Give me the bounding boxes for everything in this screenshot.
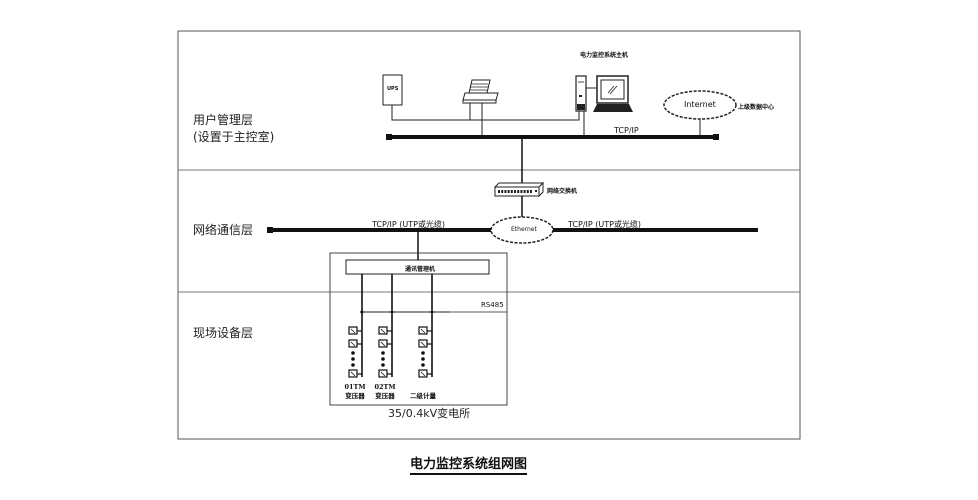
layer-name: 用户管理层 bbox=[193, 113, 254, 127]
group-01tm-label: 01TM 变压器 bbox=[343, 383, 367, 401]
user-bus-label: TCP/IP bbox=[614, 126, 639, 135]
layer-field-device: 现场设备层 bbox=[193, 326, 254, 340]
group-type: 变压器 bbox=[345, 392, 365, 400]
diagram-caption: 电力监控系统组网图 bbox=[410, 453, 528, 475]
ellipsis-dot bbox=[351, 357, 355, 361]
group-id: 02TM bbox=[374, 383, 396, 391]
ellipsis-dot bbox=[351, 363, 355, 367]
printer-icon bbox=[462, 79, 499, 104]
network-switch-icon bbox=[493, 181, 545, 198]
substation-label: 35/0.4kV变电所 bbox=[388, 407, 471, 420]
ellipsis-dot bbox=[421, 357, 425, 361]
upper-data-center-label: 上级数据中心 bbox=[738, 104, 775, 111]
ethernet-label: Ethernet bbox=[511, 226, 537, 233]
group-type: 二级计量 bbox=[410, 392, 436, 400]
layer-subtitle: (设置于主控室) bbox=[193, 130, 275, 144]
ellipsis-dot bbox=[421, 363, 425, 367]
switch-label: 网络交换机 bbox=[547, 188, 578, 195]
host-label: 电力监控系统主机 bbox=[580, 52, 629, 59]
ellipsis-dot bbox=[381, 363, 385, 367]
group-type: 变压器 bbox=[375, 392, 395, 400]
group-02tm-label: 02TM 变压器 bbox=[373, 383, 397, 401]
left-bus-label: TCP/IP (UTP或光缆) bbox=[372, 220, 446, 229]
ellipsis-dot bbox=[381, 351, 385, 355]
rs485-junction bbox=[360, 310, 364, 314]
host-computer-icon bbox=[575, 75, 633, 112]
internet-label: Internet bbox=[684, 100, 716, 109]
device-link-line bbox=[391, 105, 580, 121]
rs485-junction bbox=[390, 310, 394, 314]
ellipsis-dot bbox=[381, 357, 385, 361]
ellipsis-dot bbox=[421, 351, 425, 355]
group-id: 01TM bbox=[344, 383, 366, 391]
right-bus-label: TCP/IP (UTP或光缆) bbox=[568, 220, 642, 229]
substation-box bbox=[329, 252, 508, 406]
comm-manager-label: 通讯管理机 bbox=[405, 266, 436, 273]
ellipsis-dot bbox=[351, 351, 355, 355]
rs485-junction bbox=[430, 310, 434, 314]
layer-user-management: 用户管理层 (设置于主控室) bbox=[193, 112, 274, 146]
layer-network: 网络通信层 bbox=[193, 223, 254, 237]
ups-label: UPS bbox=[387, 86, 399, 92]
diagram-frame bbox=[177, 30, 801, 440]
comm-manager-box bbox=[345, 259, 490, 275]
group-metering-label: 二级计量 bbox=[408, 392, 438, 401]
rs485-label: RS485 bbox=[481, 301, 504, 309]
